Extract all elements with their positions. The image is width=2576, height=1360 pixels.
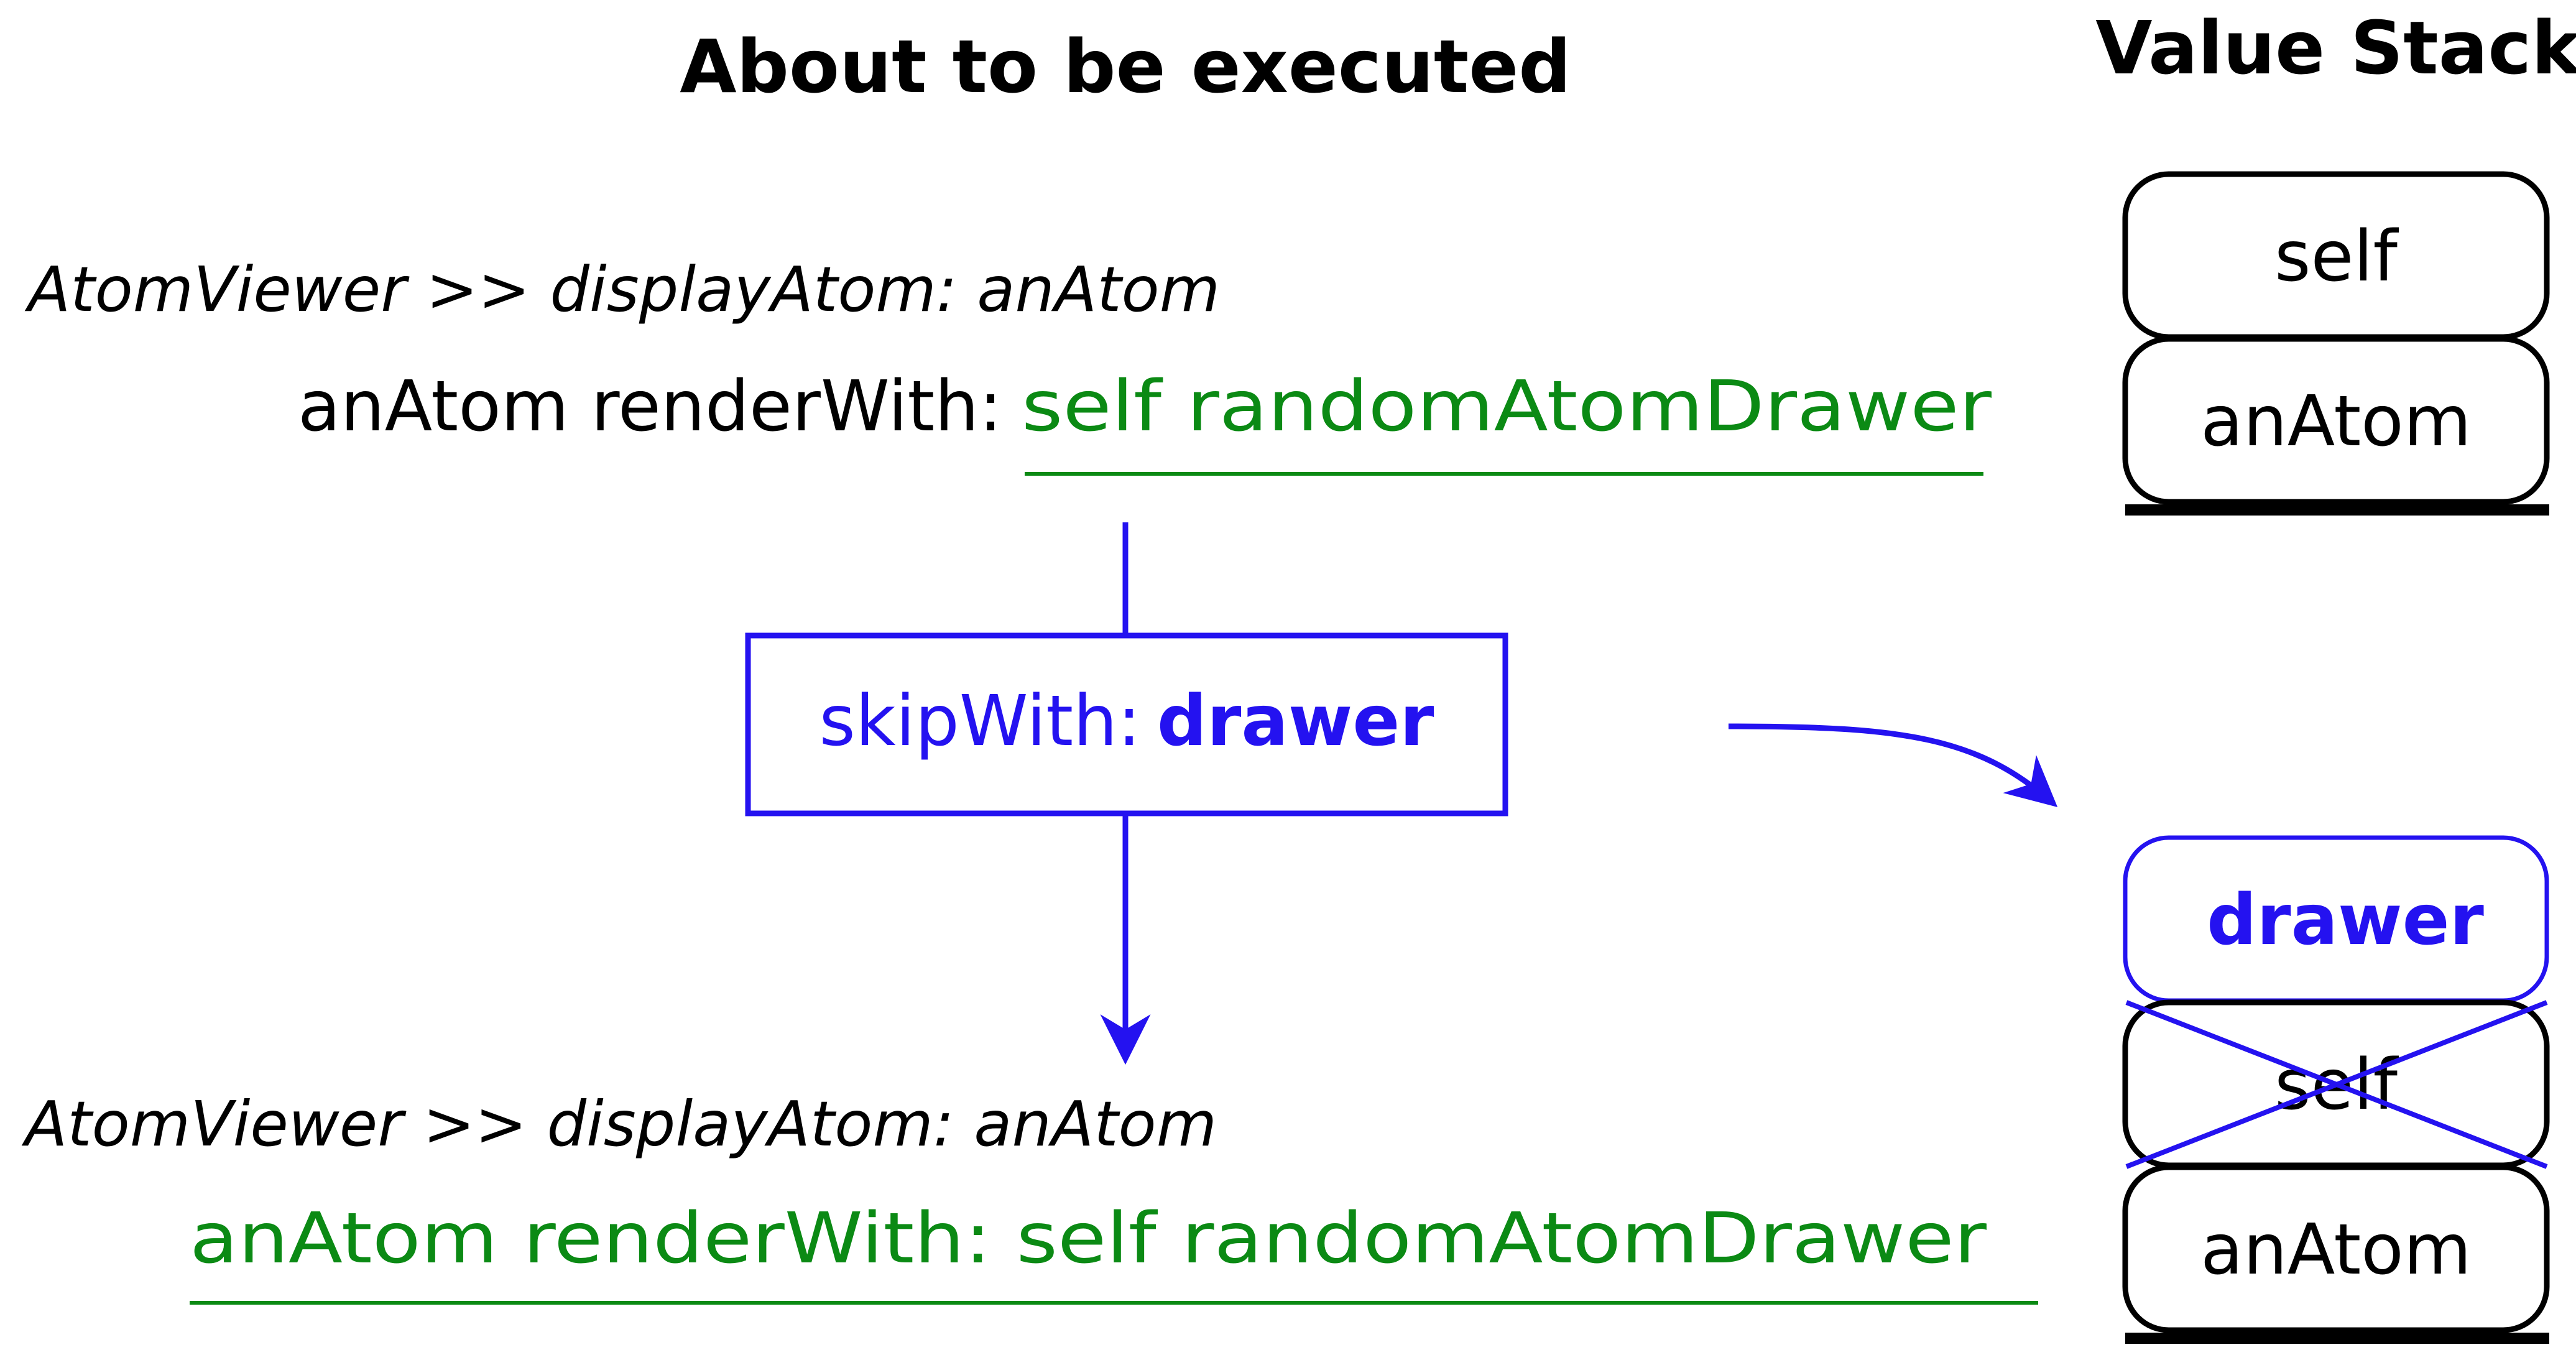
push-arrow bbox=[1728, 723, 2058, 807]
skip-with-selector: skipWith: bbox=[819, 681, 1140, 762]
skip-with-argument: drawer bbox=[1157, 681, 1434, 762]
after-method-signature: AtomViewer >> displayAtom: anAtom bbox=[21, 1088, 1217, 1160]
heading-value-stack: Value Stack bbox=[2095, 5, 2576, 91]
before-statement-prefix: anAtom renderWith: bbox=[298, 366, 1002, 447]
skip-with-label: skipWith:drawer bbox=[819, 681, 1434, 762]
stack-after-bottom-label: anAtom bbox=[2200, 1210, 2472, 1290]
stack-before-slot-1-label: self bbox=[2274, 216, 2399, 297]
stack-after-pushed-label: drawer bbox=[2207, 880, 2484, 961]
stack-before-slot-2-label: anAtom bbox=[2200, 381, 2472, 462]
after-statement: anAtom renderWith: self randomAtomDrawer bbox=[190, 1198, 1987, 1279]
cross-line-2 bbox=[2125, 1000, 2548, 1169]
stack-before-slot-2 bbox=[2122, 336, 2550, 505]
stack-before: self anAtom bbox=[2122, 171, 2550, 516]
before-statement-highlight: self randomAtomDrawer bbox=[1022, 366, 1992, 447]
stack-after: drawer self anAtom bbox=[2122, 835, 2550, 1344]
before-method-signature: AtomViewer >> displayAtom: anAtom bbox=[24, 253, 1220, 326]
stack-after-slot-bottom bbox=[2122, 1164, 2550, 1333]
heading-about-to-be-executed: About to be executed bbox=[680, 24, 1571, 109]
skip-with-box bbox=[745, 632, 1508, 816]
